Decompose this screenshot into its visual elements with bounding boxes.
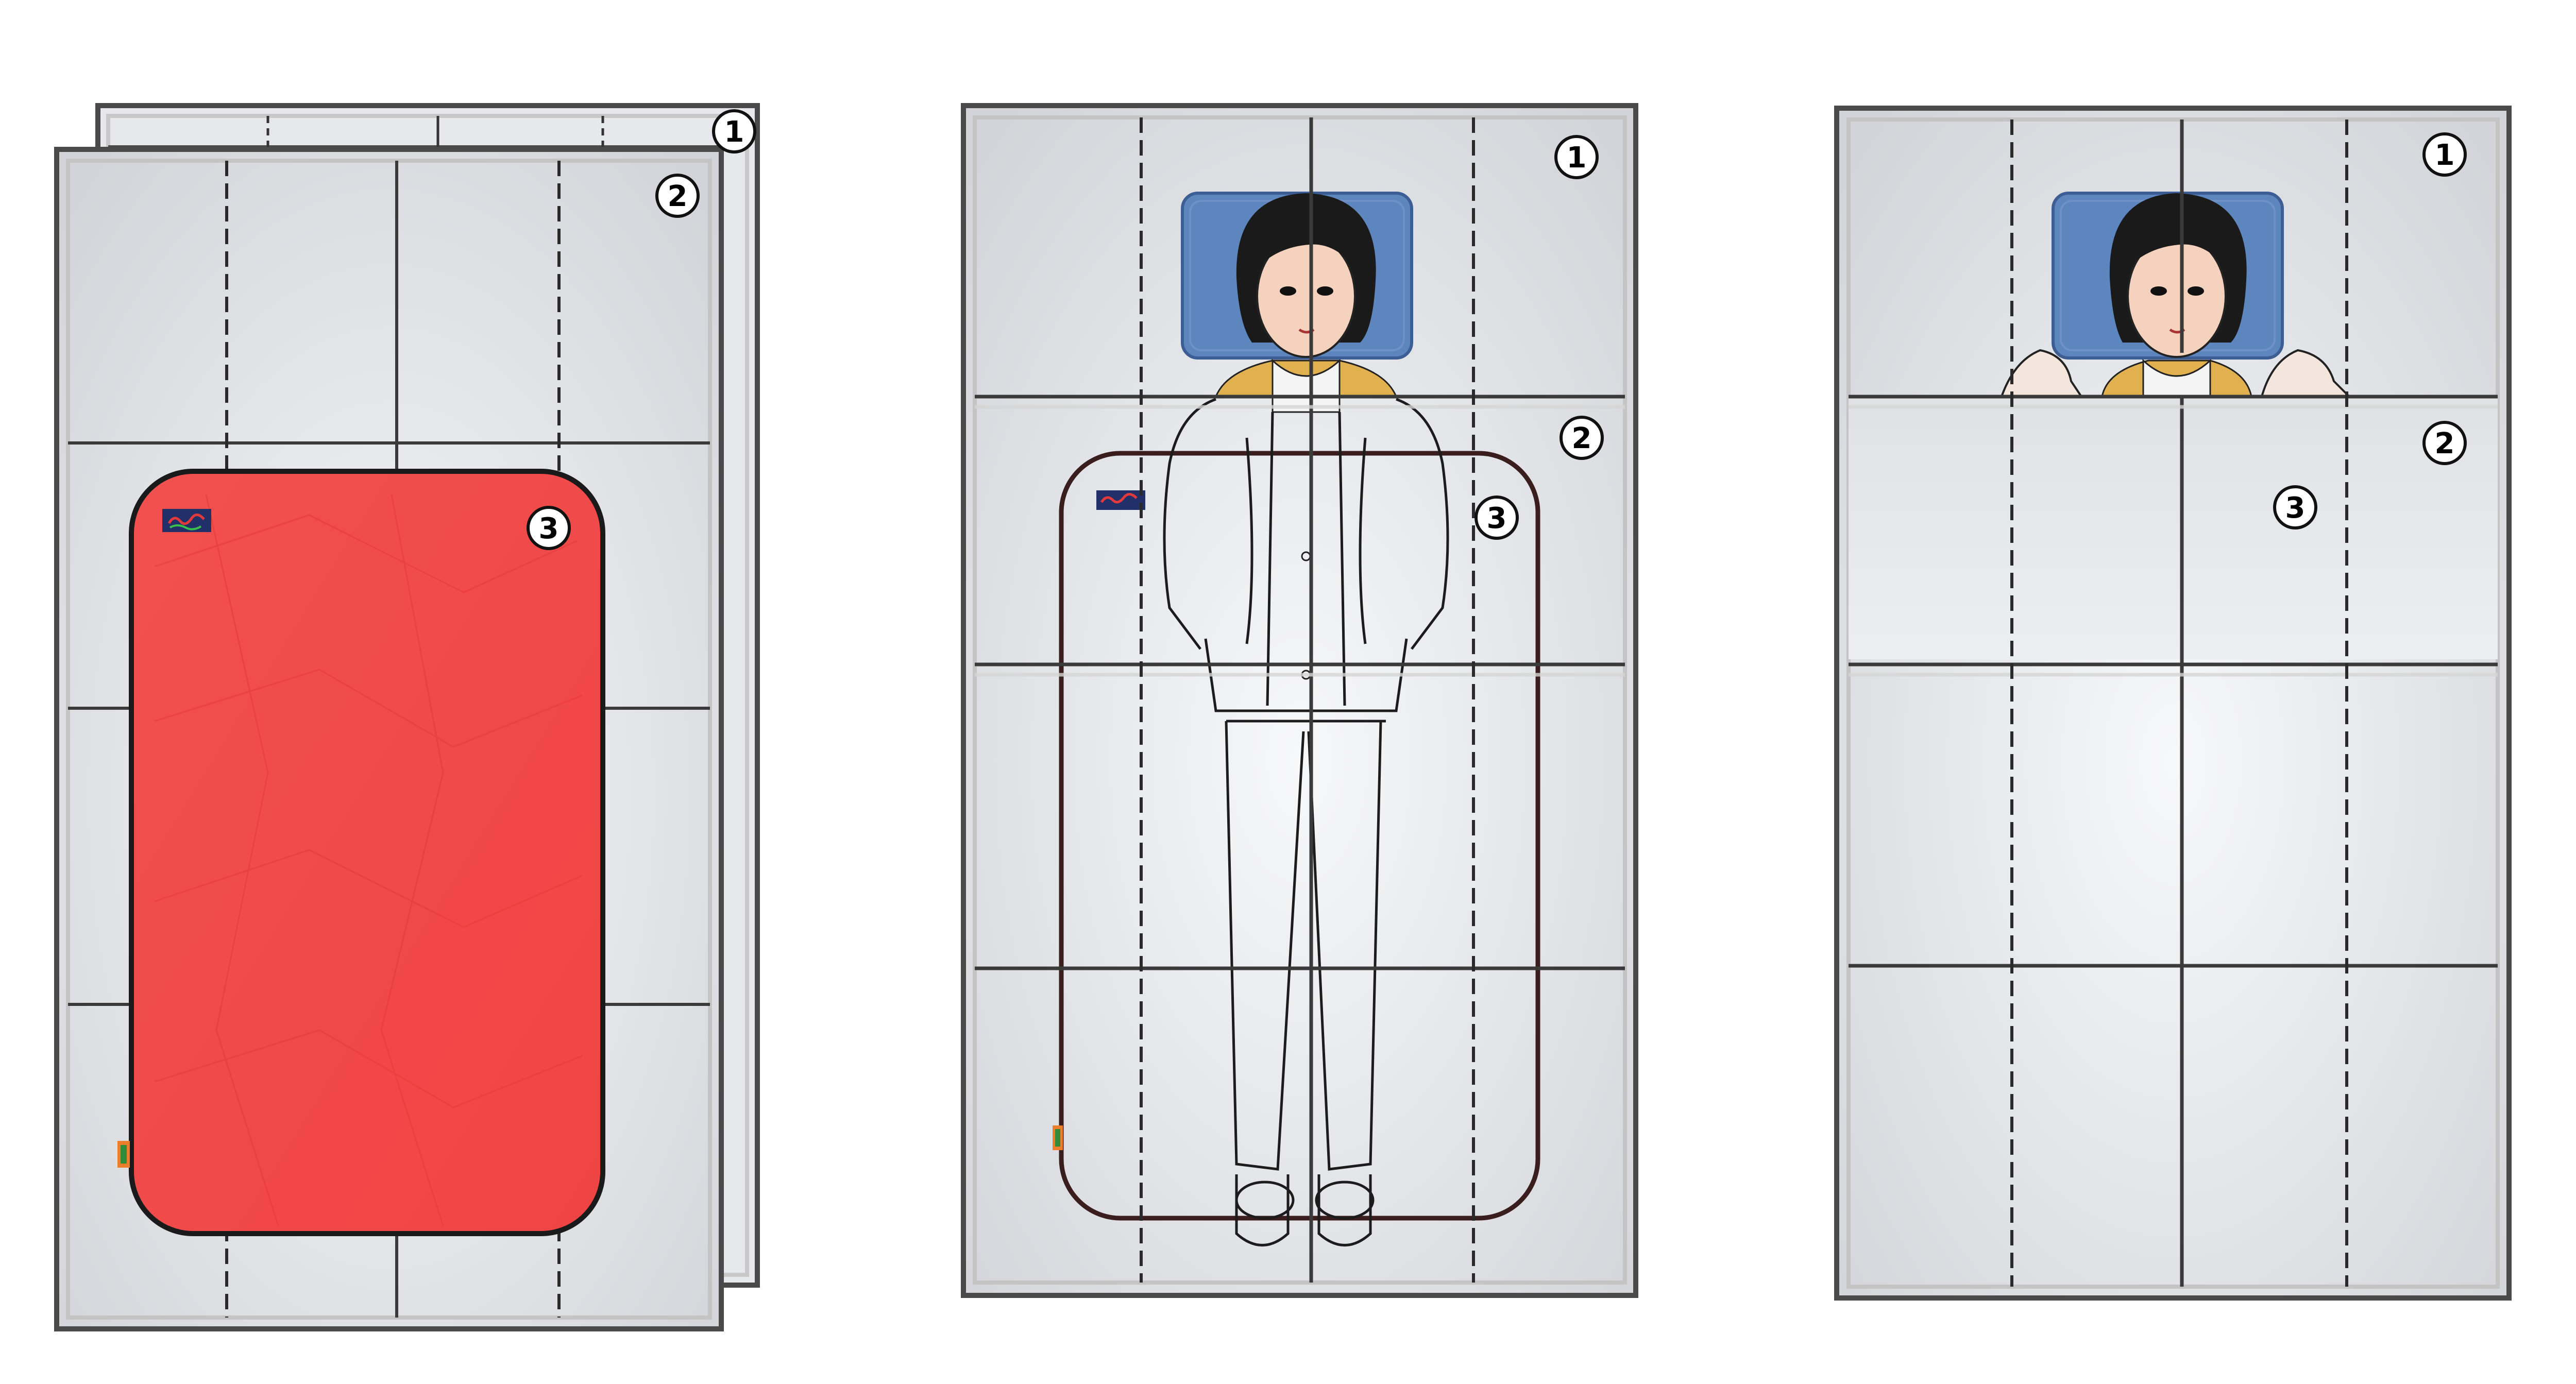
person-head-icon	[2000, 193, 2352, 400]
number-badge-icon: 2	[1560, 416, 1604, 460]
badge-3-2: 2	[2435, 427, 2455, 460]
badge-2-3: 3	[1487, 502, 1507, 535]
number-badge-icon: 1	[2422, 132, 2467, 177]
red-sheet	[117, 469, 605, 1236]
badge-1-3: 3	[539, 512, 559, 545]
panel-3	[1834, 106, 2512, 1301]
number-badge-icon: 2	[655, 174, 700, 218]
number-badge-icon: 3	[2273, 485, 2317, 529]
panel-2	[961, 103, 1638, 1298]
badge-1-2: 2	[668, 180, 688, 213]
number-badge-icon: 1	[1554, 135, 1599, 179]
badge-3-3: 3	[2285, 491, 2306, 525]
badge-3-1: 1	[2435, 139, 2455, 172]
number-badge-icon: 3	[527, 506, 571, 550]
number-badge-icon: 1	[712, 109, 756, 153]
badge-2-1: 1	[1567, 141, 1587, 175]
panel-1	[54, 103, 760, 1331]
sheet-outline	[1053, 451, 1540, 1221]
number-badge-icon: 2	[2422, 421, 2467, 465]
cover-blanket	[1849, 397, 2498, 659]
number-badges: 1 2 3 1 2 3 1 2	[527, 109, 2467, 550]
badge-2-2: 2	[1572, 422, 1592, 455]
person-figure-icon	[1163, 193, 1449, 1246]
badge-1-1: 1	[724, 115, 744, 149]
number-badge-icon: 3	[1475, 495, 1519, 540]
